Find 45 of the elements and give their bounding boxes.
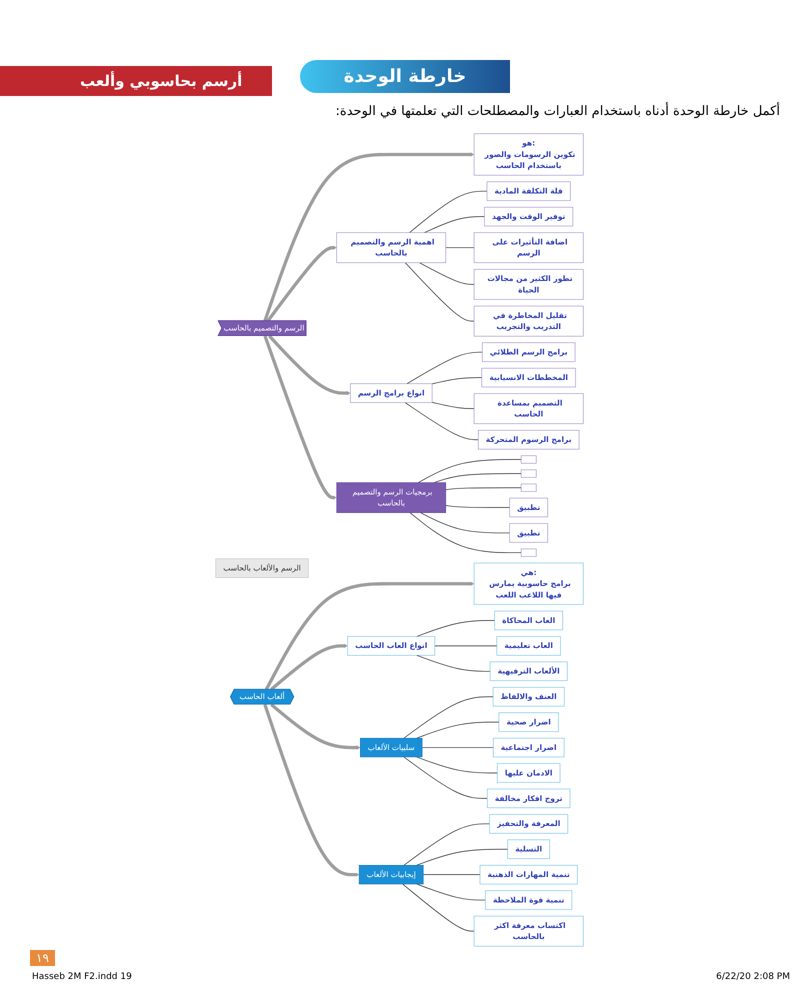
connector	[420, 262, 475, 285]
connector	[446, 487, 522, 490]
connector	[416, 654, 491, 672]
connector	[416, 722, 500, 738]
connector	[434, 473, 522, 483]
arrow	[264, 335, 338, 500]
connector	[404, 696, 494, 738]
arrow	[270, 703, 361, 750]
arrow	[264, 704, 360, 877]
connector	[402, 884, 475, 932]
connector	[416, 756, 498, 774]
instruction-text: أكمل خارطة الوحدة أدناه باستخدام العبارات والمصطلحات التي تعلمتها في الوحدة:	[336, 104, 780, 119]
connector	[416, 848, 509, 866]
connector	[446, 247, 475, 248]
title-banner: خارطة الوحدة	[300, 60, 510, 93]
header-banner: أرسم بحاسوبي وألعب	[0, 66, 272, 96]
arrow	[270, 644, 348, 691]
connector	[416, 620, 496, 637]
arrow	[267, 246, 338, 322]
connector	[405, 402, 480, 440]
connector	[407, 352, 484, 384]
arrow	[268, 334, 351, 396]
connector	[424, 216, 486, 233]
connector	[446, 505, 510, 508]
page-number: ١٩	[30, 950, 55, 966]
connector	[416, 884, 486, 900]
node-box	[521, 484, 537, 492]
connector	[420, 512, 510, 534]
file-name-text: Hasseb 2M F2.indd 19	[32, 972, 132, 982]
date-text: 6/22/20 2:08 PM	[716, 972, 790, 982]
node-box	[521, 470, 537, 478]
connector	[432, 377, 483, 384]
node-box	[521, 456, 537, 464]
connector	[423, 874, 481, 875]
connector	[410, 512, 522, 554]
connector	[405, 262, 475, 322]
connector	[422, 747, 494, 748]
connector	[410, 190, 488, 233]
connector	[418, 459, 522, 483]
arrow	[264, 152, 475, 322]
connector	[432, 402, 475, 410]
connector	[404, 756, 488, 799]
connector	[404, 823, 490, 866]
arrow	[265, 582, 475, 690]
node-box	[521, 548, 537, 557]
